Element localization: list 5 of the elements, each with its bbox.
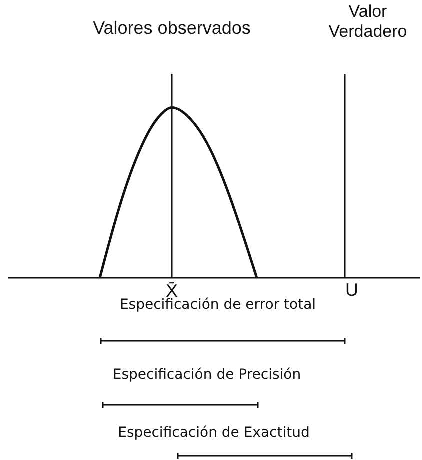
line-label: Valor Verdadero [328,2,408,42]
curve-label: Valores observados [92,18,252,39]
dimension-label: Especificación de Exactitud [117,425,311,442]
axis-label: U [344,280,360,301]
dimension-label: Especificación de Precisión [112,367,302,384]
